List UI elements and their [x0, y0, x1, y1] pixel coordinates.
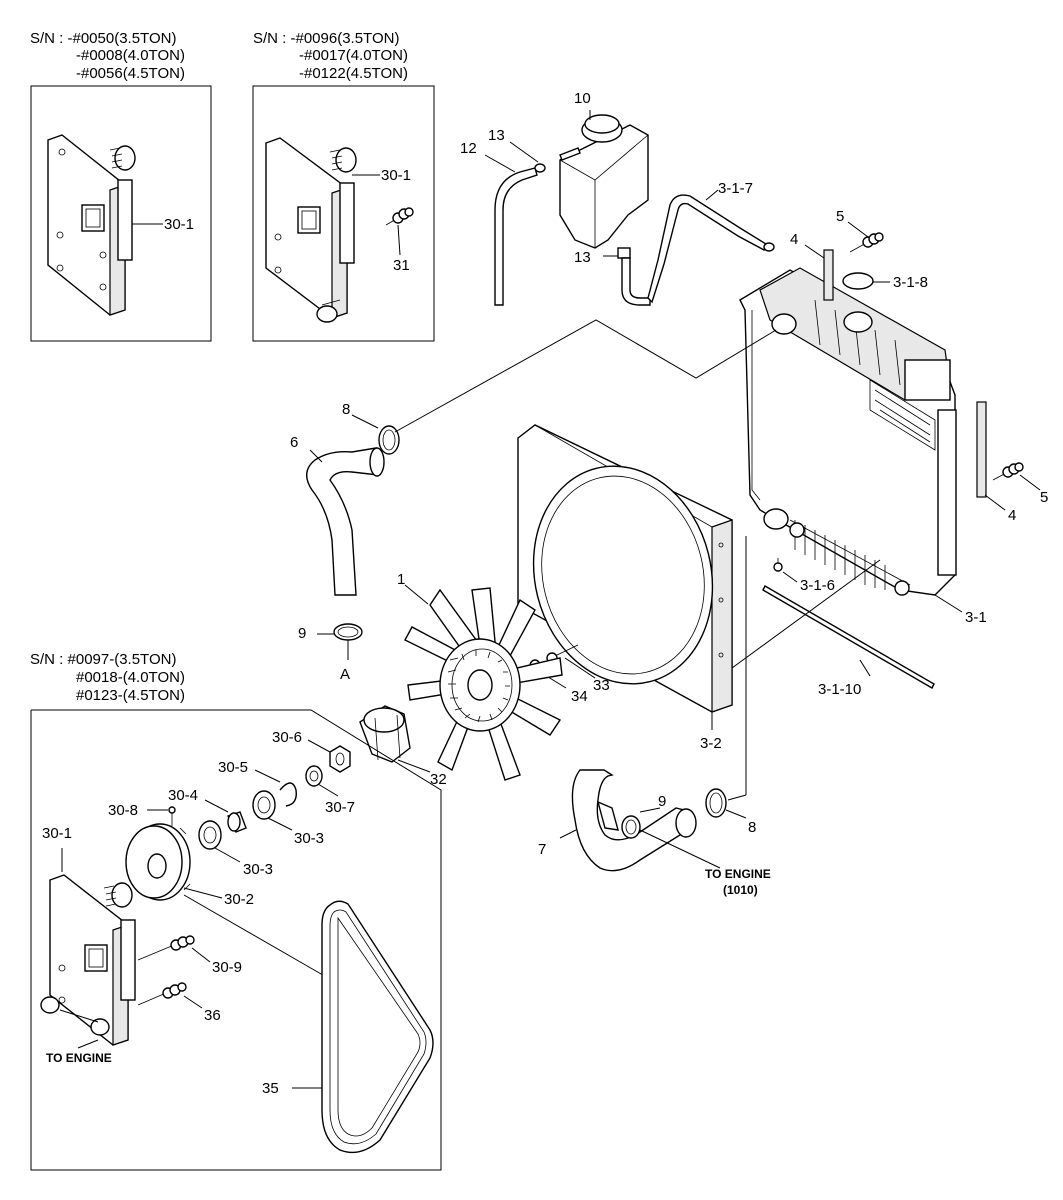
note-to-engine-1: TO ENGINE: [705, 867, 771, 881]
serial-note-b-line1: S/N : -#0096(3.5TON): [253, 30, 399, 47]
label-3-1-7: 3-1-7: [718, 180, 753, 197]
radiator-cap-3-1-8: [842, 272, 874, 290]
label-9-a: 9: [298, 625, 306, 642]
label-3-1-6: 3-1-6: [800, 577, 835, 594]
bracket-4-top: [823, 249, 834, 301]
label-30-3-b: 30-3: [243, 861, 273, 878]
bolt-36: [137, 982, 187, 1006]
v-belt-35: [321, 900, 434, 1154]
mounting-bracket-a: [47, 134, 136, 316]
label-3-1: 3-1: [965, 609, 987, 626]
label-8-a: 8: [342, 401, 350, 418]
label-32: 32: [430, 771, 447, 788]
seal-3-1-10: [762, 585, 935, 689]
label-30-1-a: 30-1: [164, 216, 194, 233]
label-30-6: 30-6: [272, 729, 302, 746]
label-30-5: 30-5: [218, 759, 248, 776]
label-30-8: 30-8: [108, 802, 138, 819]
label-36: 36: [204, 1007, 221, 1024]
label-30-1-b: 30-1: [381, 167, 411, 184]
label-30-1-c: 30-1: [42, 825, 72, 842]
upper-hose-6: [306, 447, 385, 596]
serial-note-a: S/N : -#0050(3.5TON) -#0008(4.0TON) -#00…: [30, 30, 185, 82]
label-5-b: 5: [1040, 489, 1048, 506]
clamp-8-upper: [378, 425, 400, 455]
washer-30-7: [305, 765, 323, 787]
serial-note-c-line1: S/N : #0097-(3.5TON): [30, 651, 176, 668]
lower-hose-7: [571, 769, 697, 872]
overflow-hose-12: [494, 163, 546, 306]
radiator: [739, 267, 957, 596]
snap-ring-30-5: [279, 782, 297, 807]
serial-note-b-line2: -#0017(4.0TON): [299, 47, 408, 64]
label-3-1-10: 3-1-10: [818, 681, 861, 698]
label-30-2: 30-2: [224, 891, 254, 908]
hose-3-1-7: [647, 194, 775, 304]
label-30-9: 30-9: [212, 959, 242, 976]
label-33: 33: [593, 677, 610, 694]
label-4-b: 4: [1008, 507, 1016, 524]
label-13-a: 13: [488, 127, 505, 144]
bolt-31: [385, 207, 414, 226]
collar-30-4: [227, 811, 247, 833]
bolt-5-right: [992, 462, 1024, 481]
serial-note-c-line3: #0123-(4.5TON): [76, 687, 185, 704]
reservoir-tank: [559, 114, 651, 306]
label-6: 6: [290, 434, 298, 451]
bolt-30-9: [137, 935, 195, 961]
serial-note-c: S/N : #0097-(3.5TON) #0018-(4.0TON) #012…: [30, 651, 185, 704]
nut-30-6: [329, 745, 351, 773]
label-31: 31: [393, 257, 410, 274]
clamp-8-lower: [705, 788, 727, 818]
mounting-bracket-c: [40, 874, 136, 1046]
label-30-7: 30-7: [325, 799, 355, 816]
serial-note-b-line3: -#0122(4.5TON): [299, 65, 408, 82]
fan-spacer-32: [359, 705, 411, 763]
fan-shroud: [517, 424, 733, 713]
serial-note-b: S/N : -#0096(3.5TON) -#0017(4.0TON) -#01…: [253, 30, 408, 82]
serial-note-c-line2: #0018-(4.0TON): [76, 669, 185, 686]
label-10: 10: [574, 90, 591, 107]
label-12: 12: [460, 140, 477, 157]
label-30-4: 30-4: [168, 787, 198, 804]
clamp-9-lower: [621, 815, 641, 839]
serial-note-a-line1: S/N : -#0050(3.5TON): [30, 30, 176, 47]
inset-box-c: 30-1 TO ENGINE 30-2 30-3 30-4: [30, 709, 442, 1171]
bolt-5-top: [849, 232, 884, 253]
label-35: 35: [262, 1080, 279, 1097]
drain-plug-3-1-6: [773, 558, 783, 572]
label-34: 34: [571, 688, 588, 705]
inset-box-b: 30-1 31: [252, 85, 435, 342]
label-8-b: 8: [748, 819, 756, 836]
cooling-fan: [404, 587, 563, 781]
clamp-9-upper: [333, 623, 363, 641]
inset-box-a: 30-1: [30, 85, 212, 342]
serial-note-a-line3: -#0056(4.5TON): [76, 65, 185, 82]
label-30-3-a: 30-3: [294, 830, 324, 847]
label-A: A: [340, 666, 350, 683]
label-13-b: 13: [574, 249, 591, 266]
grease-nipple-30-8: [168, 806, 176, 826]
note-to-engine-1-ref: (1010): [723, 883, 758, 897]
label-7: 7: [538, 841, 546, 858]
label-3-1-8: 3-1-8: [893, 274, 928, 291]
pulley-30-2: [125, 823, 191, 901]
label-3-2: 3-2: [700, 735, 722, 752]
label-4-a: 4: [790, 231, 798, 248]
bracket-4-right: [976, 401, 987, 498]
bearing-30-3-b: [252, 790, 276, 820]
label-5-a: 5: [836, 208, 844, 225]
label-1: 1: [397, 571, 405, 588]
label-9-b: 9: [658, 793, 666, 810]
serial-note-a-line2: -#0008(4.0TON): [76, 47, 185, 64]
note-to-engine-2: TO ENGINE: [46, 1051, 112, 1065]
mounting-bracket-b: [265, 137, 357, 323]
bearing-30-3-a: [198, 820, 222, 850]
